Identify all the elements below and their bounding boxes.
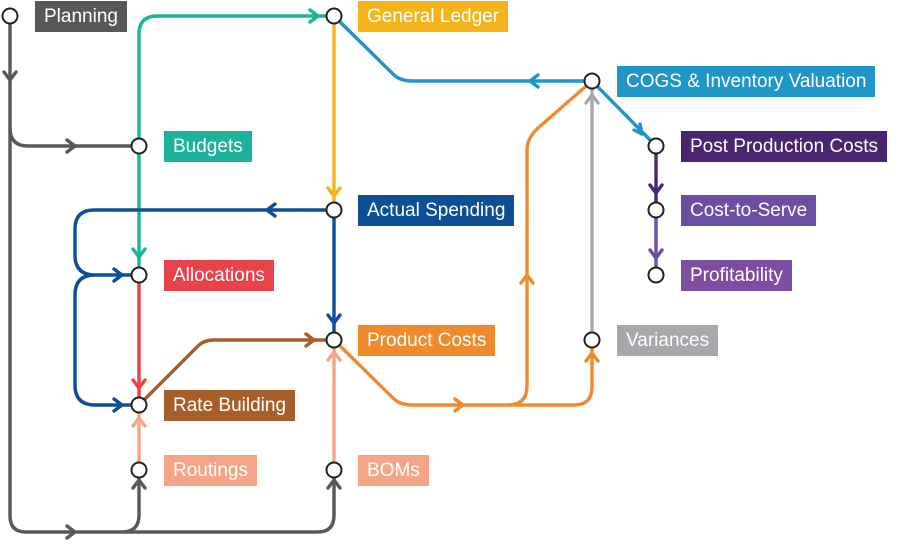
arrow-productcosts-variances	[584, 351, 600, 363]
arrow-postprod-cts	[648, 183, 664, 195]
station-boms	[325, 461, 343, 479]
arrow-boms-up	[326, 478, 342, 490]
station-routings	[130, 461, 148, 479]
label-rate-building: Rate Building	[164, 390, 296, 421]
station-allocations	[130, 266, 148, 284]
station-post-production	[647, 137, 665, 155]
arrow-budgets-ledger	[308, 8, 320, 24]
station-planning	[1, 7, 19, 25]
route-productcosts-cogs-variances	[332, 79, 594, 407]
label-product-costs: Product Costs	[358, 325, 496, 356]
station-rate-building	[130, 396, 148, 414]
arrow-planning-budgets	[65, 138, 77, 154]
label-general-ledger: General Ledger	[358, 1, 509, 32]
arrow-cts-profitability	[648, 248, 664, 260]
label-allocations: Allocations	[164, 260, 274, 291]
arrow-productcosts-right	[453, 397, 465, 413]
arrow-variances-cogs	[584, 93, 600, 105]
arrow-cogs-left	[528, 73, 540, 89]
station-variances	[583, 331, 601, 349]
arrow-actual-ratebuilding	[112, 397, 124, 413]
label-post-production: Post Production Costs	[681, 131, 887, 162]
route-ledger-cogs-postprod	[332, 14, 658, 148]
arrow-cogs-postprod	[632, 122, 644, 136]
label-routings: Routings	[164, 455, 257, 486]
arrow-boms-productcosts	[326, 350, 342, 362]
arrow-actual-left	[265, 202, 277, 218]
arrow-routings-up	[131, 478, 147, 490]
arrow-ratebuilding-productcosts	[304, 332, 316, 348]
label-cost-to-serve: Cost-to-Serve	[681, 195, 817, 226]
route-budgets-ledger-allocations	[137, 14, 336, 277]
station-cogs	[583, 72, 601, 90]
arrow-ledger-actual	[326, 186, 342, 198]
station-general-ledger	[325, 7, 343, 25]
arrow-allocations-ratebuilding	[131, 378, 147, 390]
station-profitability	[647, 266, 665, 284]
label-profitability: Profitability	[681, 260, 792, 291]
label-actual-spending: Actual Spending	[358, 195, 515, 226]
route-ratebuilding-productcosts	[137, 338, 336, 407]
station-product-costs	[325, 331, 343, 349]
label-planning: Planning	[35, 1, 127, 32]
arrow-productcosts-up	[519, 273, 535, 285]
arrow-planning-down	[2, 70, 18, 82]
arrow-planning-bottom	[65, 524, 77, 540]
route-planning-to-budgets	[8, 14, 141, 148]
label-variances: Variances	[617, 325, 719, 356]
station-budgets	[130, 137, 148, 155]
label-budgets: Budgets	[164, 131, 252, 162]
route-actual-left-loop	[73, 208, 336, 407]
station-cost-to-serve	[647, 201, 665, 219]
arrow-actual-allocations	[112, 267, 124, 283]
label-cogs: COGS & Inventory Valuation	[617, 66, 876, 97]
arrow-actual-productcosts	[326, 313, 342, 325]
arrow-routings-ratebuilding	[131, 416, 147, 428]
arrow-budgets-allocations	[131, 247, 147, 259]
label-boms: BOMs	[358, 455, 429, 486]
station-actual-spending	[325, 201, 343, 219]
